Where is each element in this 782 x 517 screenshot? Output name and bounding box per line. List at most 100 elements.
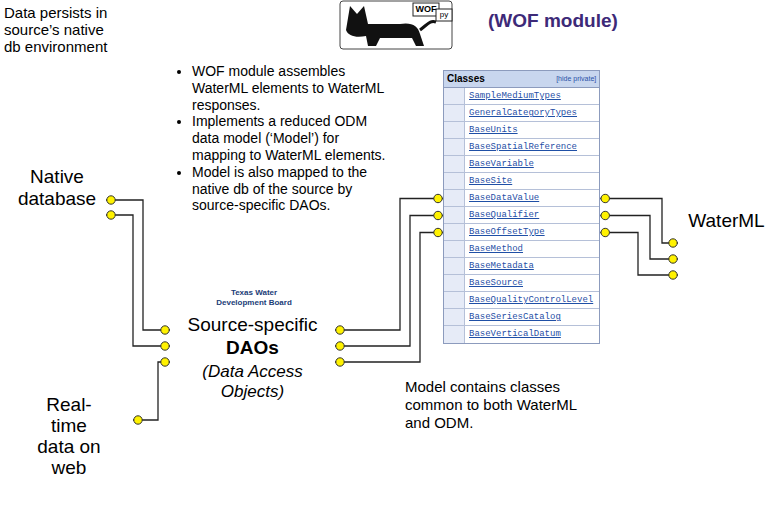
node-subtitle: (Data Access Objects) xyxy=(180,362,325,402)
class-name: BaseSpatialReference xyxy=(465,139,583,155)
web-data-cloud: Real-time data on web xyxy=(2,378,135,496)
node-label: DAOs xyxy=(170,337,335,359)
cylinder-body xyxy=(8,122,106,272)
class-name: BaseSeriesCatalog xyxy=(465,309,567,325)
panel-note: Model contains classes common to both Wa… xyxy=(405,378,587,432)
logo-tag xyxy=(413,3,439,16)
table-indent-cell xyxy=(444,122,465,138)
class-name: BaseSource xyxy=(465,275,529,291)
connector-dot xyxy=(601,194,609,202)
logo-text: py xyxy=(436,9,452,21)
front-page xyxy=(170,280,335,440)
table-indent-cell xyxy=(444,326,465,343)
connector-line xyxy=(335,233,443,363)
table-row: BaseUnits xyxy=(444,122,599,139)
connector-dot xyxy=(161,358,169,366)
connector-line xyxy=(106,200,170,330)
logo-box xyxy=(204,285,310,311)
module-box: Classes[hide private]SampleMediumTypesGe… xyxy=(150,42,645,452)
table-row: BaseVariable xyxy=(444,156,599,173)
connector-line xyxy=(600,199,678,244)
node-label: WaterML xyxy=(678,210,775,232)
table-row: BaseVerticalDatum xyxy=(444,326,599,343)
connector-dot xyxy=(336,342,344,350)
connector-line xyxy=(600,216,678,260)
table-indent-cell xyxy=(444,258,465,274)
connector-dot xyxy=(434,211,442,219)
waterml-document: WaterML xyxy=(678,198,775,323)
connector-line xyxy=(335,199,443,331)
cat-tail xyxy=(420,21,436,30)
connector-dot xyxy=(434,194,442,202)
node-label: Native database xyxy=(12,166,102,210)
class-name: BaseMethod xyxy=(465,241,529,257)
connector-dot xyxy=(669,239,677,247)
table-row: BaseSource xyxy=(444,275,599,292)
connector-dot xyxy=(336,358,344,366)
connector-dot xyxy=(434,228,442,236)
table-row: BaseMethod xyxy=(444,241,599,258)
table-indent-cell xyxy=(444,156,465,172)
table-indent-cell xyxy=(444,190,465,206)
bullet-text: WOF module assembles WaterML elements to… xyxy=(192,63,392,113)
panel-outline xyxy=(160,55,630,445)
class-name: BaseUnits xyxy=(465,122,524,138)
logo-text: Texas Water Development Board xyxy=(208,288,300,308)
dao-stack: Texas Water Development BoardSource-spec… xyxy=(170,280,335,440)
class-table: Classes[hide private]SampleMediumTypesGe… xyxy=(443,70,600,344)
logo-wave xyxy=(298,288,304,307)
cat-silhouette xyxy=(346,6,424,46)
class-name: BaseVariable xyxy=(465,156,540,172)
table-row: BaseMetadata xyxy=(444,258,599,275)
logo-tag xyxy=(436,9,452,21)
connector-dot xyxy=(107,211,115,219)
table-indent-cell xyxy=(444,173,465,189)
table-row: BaseOffsetType xyxy=(444,224,599,241)
class-name: BaseVerticalDatum xyxy=(465,326,567,343)
table-row: SampleMediumTypes xyxy=(444,88,599,105)
connector-dot xyxy=(134,416,142,424)
table-header: Classes [hide private] xyxy=(444,71,599,88)
connector-dot xyxy=(161,326,169,334)
table-indent-cell xyxy=(444,88,465,104)
connector-line xyxy=(133,362,170,420)
class-name: BaseQualifier xyxy=(465,207,545,223)
table-row: BaseSeriesCatalog xyxy=(444,309,599,326)
cloud-outline xyxy=(2,488,10,496)
table-indent-cell xyxy=(444,309,465,325)
logo-text: WOF xyxy=(413,3,439,16)
table-indent-cell xyxy=(444,207,465,223)
module-title: (WOF module) xyxy=(488,10,648,32)
node-label: Real-time data on web xyxy=(32,394,106,478)
node-label: Source-specific xyxy=(170,314,335,336)
connector-dot xyxy=(669,255,677,263)
table-indent-cell xyxy=(444,105,465,121)
table-row: BaseQualifier xyxy=(444,207,599,224)
table-link: [hide private] xyxy=(556,71,596,87)
cylinder-rim xyxy=(8,134,106,146)
class-name: BaseQualityControlLevel xyxy=(465,292,599,308)
bullet-list: WOF module assembles WaterML elements to… xyxy=(172,63,392,214)
table-row: BaseSpatialReference xyxy=(444,139,599,156)
bullet-text: Model is also mapped to the native db of… xyxy=(192,164,392,214)
table-row: BaseDataValue xyxy=(444,190,599,207)
table-row: BaseSite xyxy=(444,173,599,190)
class-name: BaseMetadata xyxy=(465,258,540,274)
database-cylinder: Native database xyxy=(8,122,106,272)
class-name: BaseOffsetType xyxy=(465,224,551,240)
note-text: Data persists in source’s native db envi… xyxy=(4,4,116,55)
class-name: SampleMediumTypes xyxy=(465,88,567,104)
document-fold xyxy=(757,305,775,323)
connector-line xyxy=(335,216,443,347)
table-indent-cell xyxy=(444,241,465,257)
connector-dot xyxy=(107,196,115,204)
connector-dot xyxy=(601,228,609,236)
cloud-outline xyxy=(7,475,21,489)
bullet-text: Implements a reduced ODM data model (‘Mo… xyxy=(192,113,392,163)
connector-dot xyxy=(669,271,677,279)
table-title: Classes xyxy=(447,71,485,87)
connector-line xyxy=(600,233,678,276)
module-outline xyxy=(150,42,645,452)
